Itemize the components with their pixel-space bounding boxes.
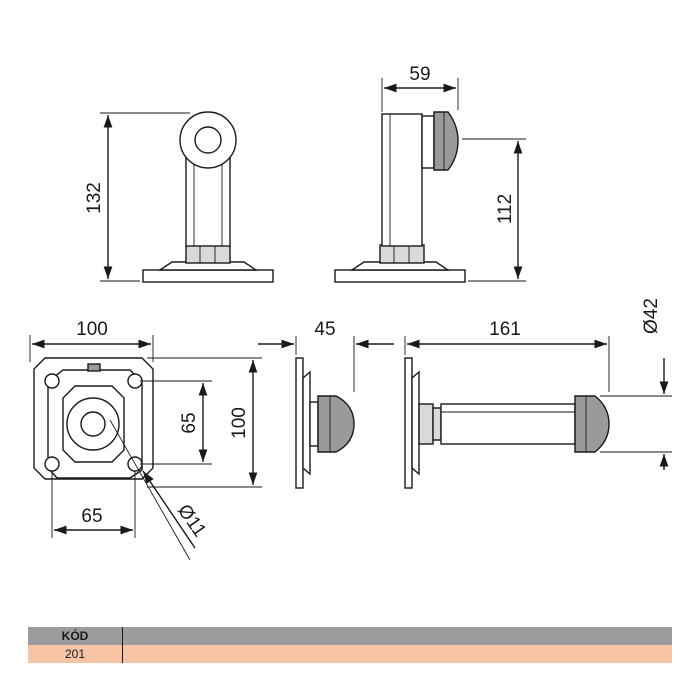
table-header-code: KÓD [28, 627, 123, 645]
dim-front-height: 132 [84, 182, 105, 214]
dim-side-height: 112 [495, 194, 516, 224]
table-header-empty [123, 627, 672, 645]
table-cell-code: 201 [28, 645, 123, 663]
dim-hole-spacing-horizontal: 65 [81, 506, 102, 527]
table-row: 201 [28, 645, 672, 663]
dim-side-width: 59 [409, 64, 430, 85]
dim-hole-diameter: Ø11 [173, 501, 210, 541]
table-header-row: KÓD [28, 627, 672, 645]
code-table: KÓD 201 [28, 627, 672, 663]
dim-plate-width: 100 [76, 319, 108, 340]
long-side-view [404, 336, 672, 489]
dim-hole-spacing-vertical: 65 [179, 412, 200, 433]
table-cell-empty [123, 645, 672, 663]
plate-side-view [258, 336, 394, 489]
dim-roller-diameter: Ø42 [641, 298, 662, 334]
plate-view [29, 335, 262, 561]
front-view [100, 111, 274, 283]
dim-total-length: 161 [489, 319, 521, 340]
technical-drawing: 132 59 112 [29, 64, 672, 561]
dim-side-depth: 45 [314, 319, 335, 340]
side-view [334, 78, 526, 283]
dim-plate-height: 100 [229, 407, 250, 439]
